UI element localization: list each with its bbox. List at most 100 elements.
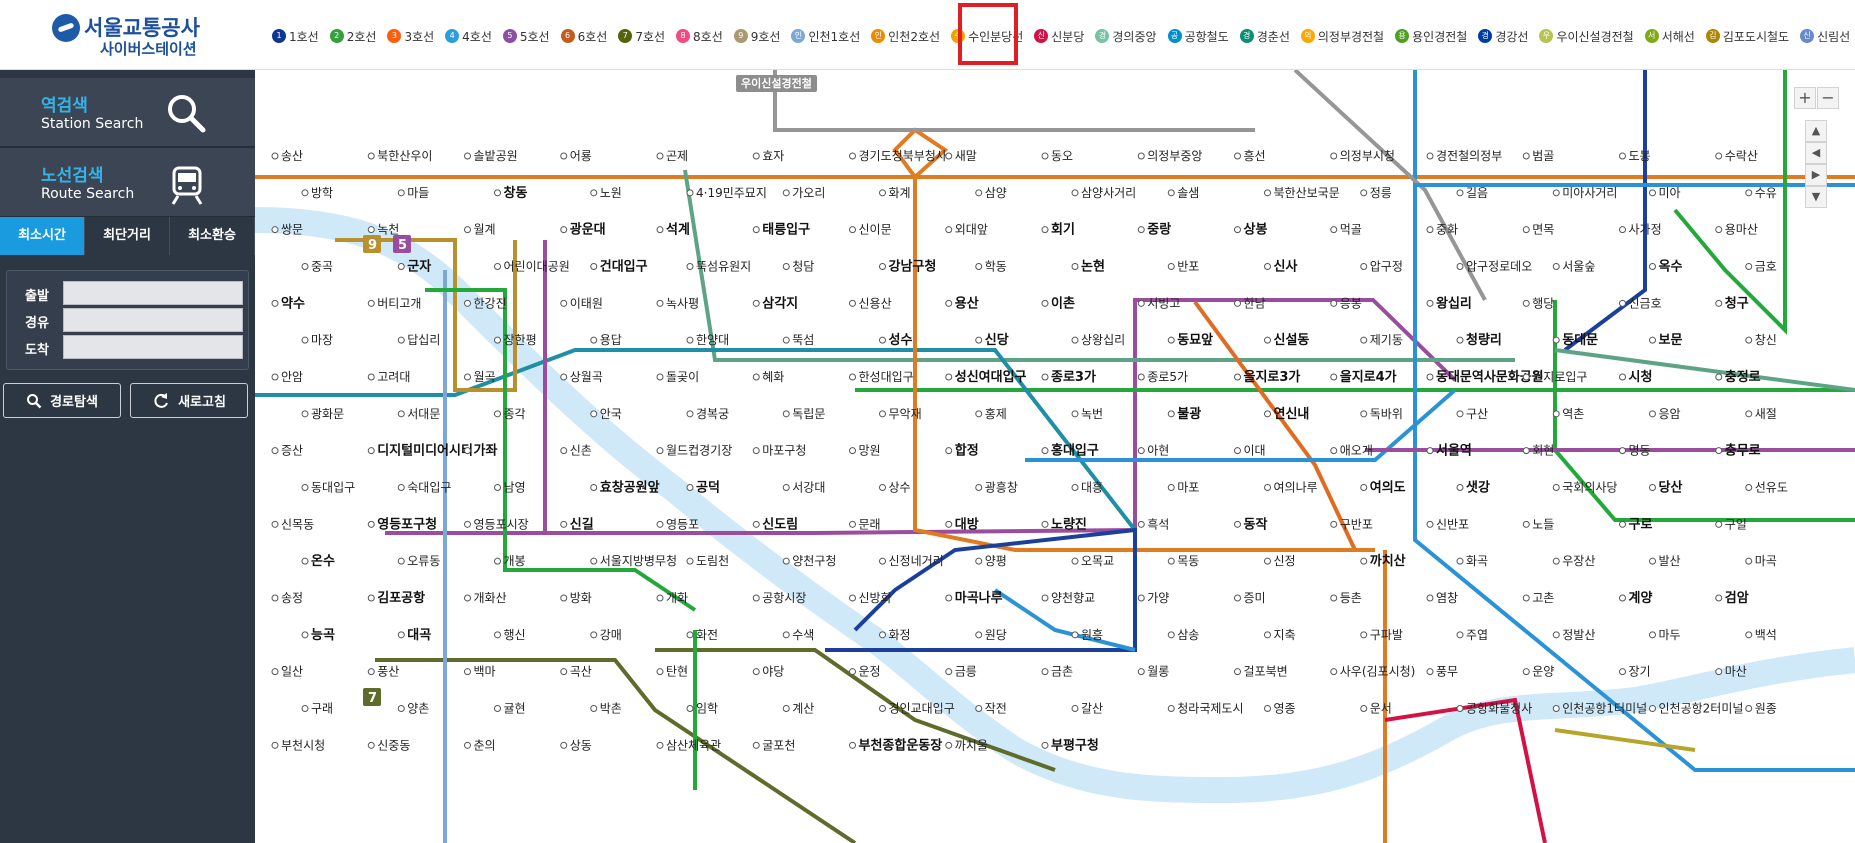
station-label[interactable]: 운정 xyxy=(859,665,881,679)
station-marker[interactable] xyxy=(975,263,983,270)
station-marker[interactable] xyxy=(464,668,471,676)
station-marker[interactable] xyxy=(494,189,501,197)
station-marker[interactable] xyxy=(1360,631,1368,639)
station-label[interactable]: 상왕십리 xyxy=(1081,333,1125,347)
station-label[interactable]: 경기도청북부청사 xyxy=(859,149,947,163)
station-marker[interactable] xyxy=(1715,299,1723,307)
station-label[interactable]: 경전철의정부 xyxy=(1436,149,1502,163)
station-label[interactable]: 어룡 xyxy=(570,149,592,163)
station-marker[interactable] xyxy=(590,410,598,418)
station-marker[interactable] xyxy=(1426,226,1434,234)
station-marker[interactable] xyxy=(494,263,501,270)
station-label[interactable]: 경복궁 xyxy=(696,407,729,421)
station-label[interactable]: 면목 xyxy=(1532,223,1554,237)
station-marker[interactable] xyxy=(752,668,760,676)
station-label[interactable]: 녹번 xyxy=(1081,407,1103,421)
station-marker[interactable] xyxy=(367,668,375,676)
station-label[interactable]: 독바위 xyxy=(1370,407,1403,421)
station-marker[interactable] xyxy=(1522,520,1530,528)
station-label[interactable]: 오류동 xyxy=(407,554,440,568)
station-marker[interactable] xyxy=(849,594,856,602)
station-label[interactable]: 뚝섬 xyxy=(792,333,814,347)
station-marker[interactable] xyxy=(1619,447,1626,455)
station-marker[interactable] xyxy=(656,299,664,307)
station-marker[interactable] xyxy=(1649,557,1656,565)
station-marker[interactable] xyxy=(975,410,983,418)
station-label[interactable]: 건대입구 xyxy=(600,259,648,275)
station-marker[interactable] xyxy=(1264,631,1271,639)
station-marker[interactable] xyxy=(1456,557,1464,565)
station-label[interactable]: 동묘앞 xyxy=(1177,333,1213,348)
station-label[interactable]: 월롱 xyxy=(1147,665,1169,679)
station-marker[interactable] xyxy=(1167,705,1175,712)
station-marker[interactable] xyxy=(1330,447,1338,455)
station-marker[interactable] xyxy=(1745,189,1753,197)
pan-down-button[interactable]: ▼ xyxy=(1805,186,1827,208)
station-marker[interactable] xyxy=(1552,484,1560,491)
depart-input[interactable] xyxy=(63,281,243,305)
station-label[interactable]: 금호 xyxy=(1755,260,1777,274)
station-label[interactable]: 흥선 xyxy=(1244,149,1266,163)
station-label[interactable]: 행당 xyxy=(1532,295,1554,310)
station-marker[interactable] xyxy=(271,741,279,749)
station-label[interactable]: 신용산 xyxy=(859,296,892,310)
station-label[interactable]: 구로 xyxy=(1629,517,1653,532)
station-label[interactable]: 을지로입구 xyxy=(1532,370,1587,384)
station-marker[interactable] xyxy=(752,299,760,307)
station-marker[interactable] xyxy=(271,152,279,160)
station-label[interactable]: 효자 xyxy=(762,149,784,163)
station-label[interactable]: 시청 xyxy=(1629,369,1653,385)
station-label[interactable]: 동대입구 xyxy=(311,481,355,495)
station-label[interactable]: 마산 xyxy=(1725,665,1747,679)
station-label[interactable]: 문래 xyxy=(859,517,881,531)
station-label[interactable]: 탄현 xyxy=(666,665,688,679)
station-label[interactable]: 중랑 xyxy=(1147,223,1171,238)
station-marker[interactable] xyxy=(560,373,568,381)
station-label[interactable]: 태릉입구 xyxy=(762,223,810,238)
station-label[interactable]: 여의나루 xyxy=(1274,481,1318,495)
station-marker[interactable] xyxy=(656,594,664,602)
station-marker[interactable] xyxy=(1715,520,1723,528)
station-label[interactable]: 마곡나루 xyxy=(955,590,1003,606)
station-label[interactable]: 삼산체육관 xyxy=(666,738,721,752)
station-marker[interactable] xyxy=(271,520,279,528)
station-marker[interactable] xyxy=(590,484,598,491)
station-marker[interactable] xyxy=(1264,557,1271,565)
station-marker[interactable] xyxy=(1360,410,1368,418)
station-label[interactable]: 을지로4가 xyxy=(1340,369,1397,385)
station-marker[interactable] xyxy=(301,263,309,270)
station-label[interactable]: 백마 xyxy=(474,665,496,679)
station-marker[interactable] xyxy=(1715,447,1723,455)
station-marker[interactable] xyxy=(1649,263,1656,270)
station-marker[interactable] xyxy=(1264,263,1271,270)
station-marker[interactable] xyxy=(782,705,790,712)
station-label[interactable]: 명동 xyxy=(1629,444,1651,458)
station-marker[interactable] xyxy=(1041,447,1049,455)
station-label[interactable]: 신중동 xyxy=(377,738,410,752)
station-marker[interactable] xyxy=(782,336,790,344)
station-marker[interactable] xyxy=(1552,557,1560,565)
station-label[interactable]: 신이문 xyxy=(859,223,892,237)
station-marker[interactable] xyxy=(367,373,375,381)
station-label[interactable]: 개봉 xyxy=(504,554,526,568)
station-label[interactable]: 솔밭공원 xyxy=(474,149,518,163)
station-label[interactable]: 논현 xyxy=(1081,259,1105,275)
station-label[interactable]: 구래 xyxy=(311,702,333,716)
station-marker[interactable] xyxy=(1552,705,1560,712)
station-label[interactable]: 종로3가 xyxy=(1051,370,1096,385)
station-marker[interactable] xyxy=(1330,520,1338,528)
station-marker[interactable] xyxy=(1041,373,1049,381)
station-label[interactable]: 신목동 xyxy=(281,517,314,531)
station-marker[interactable] xyxy=(1649,189,1656,197)
station-label[interactable]: 등촌 xyxy=(1340,591,1362,605)
station-label[interactable]: 화계 xyxy=(889,186,911,200)
station-marker[interactable] xyxy=(1071,705,1079,712)
station-label[interactable]: 금릉 xyxy=(955,665,977,679)
station-marker[interactable] xyxy=(849,152,856,160)
